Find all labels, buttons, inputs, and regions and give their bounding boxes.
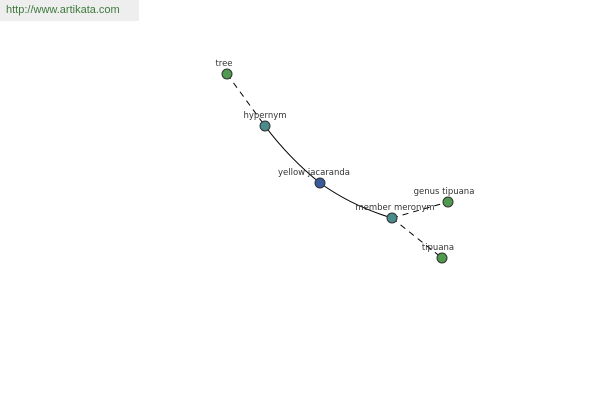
edge-hypernym-to-yellow-jacaranda [264,125,321,184]
watermark-banner: http://www.artikata.com [0,0,139,21]
node-label-genus-tipuana: genus tipuana [414,187,475,197]
edge-member-meronym-to-genus-tipuana [391,201,449,219]
node-tree[interactable] [221,68,233,80]
nodes-layer [221,68,454,264]
node-tipuana[interactable] [436,252,448,264]
node-label-tree: tree [215,59,232,69]
node-hypernym[interactable] [259,120,271,132]
node-yellow-jacaranda[interactable] [314,177,326,189]
labels-layer: tree hypernym yellow jacaranda member meron… [215,59,474,253]
node-member-meronym[interactable] [386,212,398,224]
node-label-tipuana: tipuana [422,243,454,253]
watermark-url[interactable]: http://www.artikata.com [6,4,120,16]
edge-yellow-jacaranda-to-member-meronym [319,182,393,219]
node-label-hypernym: hypernym [243,111,286,121]
node-label-member-meronym: member meronym [355,203,434,213]
node-genus-tipuana[interactable] [442,196,454,208]
edges-layer [226,73,449,259]
node-label-yellow-jacaranda: yellow jacaranda [278,168,350,178]
